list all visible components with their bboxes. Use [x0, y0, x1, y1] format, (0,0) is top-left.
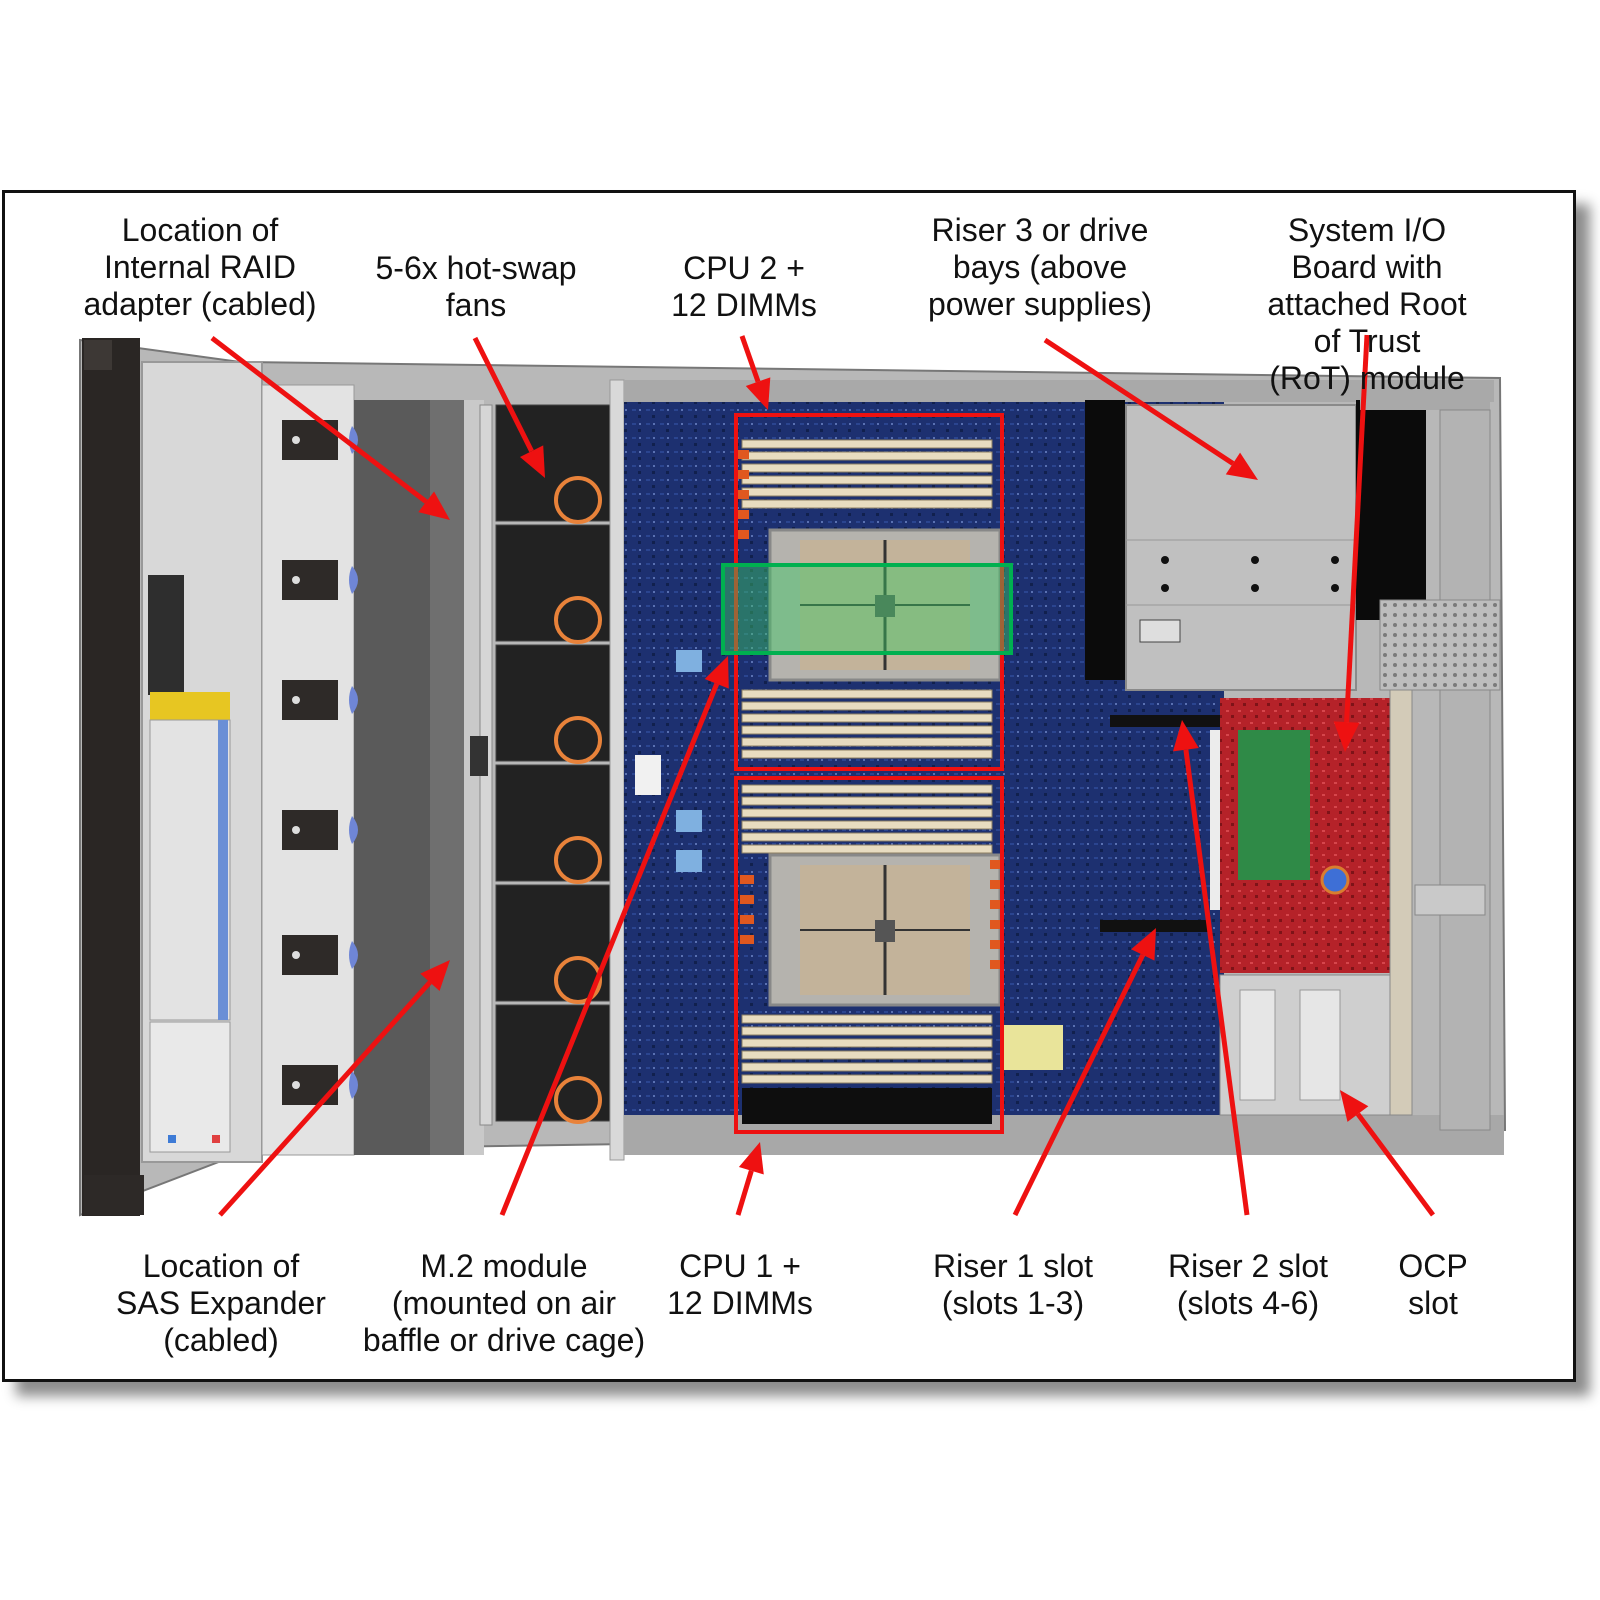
vrm-component: [990, 960, 1004, 969]
fan-ring: [554, 716, 602, 764]
label-hot-swap-fans: 5-6x hot-swap fans: [375, 250, 577, 323]
dimm-slot: [741, 749, 993, 759]
drive-latch: [282, 810, 338, 850]
cpu2-highlight-box: [734, 413, 1004, 771]
dimm-slot: [741, 689, 993, 699]
fan-ring: [554, 1076, 602, 1124]
dimm-slot: [741, 1062, 993, 1072]
fan-bank: [495, 404, 611, 1124]
label-internal-raid: Location of Internal RAID adapter (cable…: [83, 212, 317, 322]
label-cpu1-dimms: CPU 1 + 12 DIMMs: [667, 1248, 813, 1321]
label-m2-module: M.2 module (mounted on air baffle or dri…: [362, 1248, 646, 1358]
fan-module: [495, 764, 611, 882]
vrm-component: [990, 880, 1004, 889]
dimm-slot: [741, 844, 993, 854]
arrow-riser1-slot: [1012, 928, 1156, 1217]
vrm-component: [735, 450, 749, 459]
dimm-slot: [741, 439, 993, 449]
cpu1-socket: [768, 853, 1002, 1007]
dimm-slot: [741, 737, 993, 747]
fan-module: [495, 884, 611, 1002]
fan-ring: [554, 476, 602, 524]
dimm-slot: [741, 820, 993, 830]
vrm-component: [740, 935, 754, 944]
label-cpu2-dimms: CPU 2 + 12 DIMMs: [671, 250, 817, 323]
riser3-cage: [1125, 404, 1357, 691]
dimm-slot: [741, 499, 993, 509]
vrm-component: [735, 530, 749, 539]
label-riser1-slot: Riser 1 slot (slots 1-3): [932, 1248, 1094, 1321]
dimm-slot: [741, 832, 993, 842]
dimm-slot: [741, 701, 993, 711]
vrm-component: [990, 860, 1004, 869]
dimm-slots: [741, 439, 993, 1124]
dimm-slot: [741, 1038, 993, 1048]
arrow-internal-raid: [210, 336, 450, 520]
vrm-component: [990, 940, 1004, 949]
dimm-slot: [741, 487, 993, 497]
arrow-system-io-board: [1333, 334, 1370, 752]
vrm-component: [740, 895, 754, 904]
drive-latch: [282, 680, 338, 720]
fan-ring: [554, 956, 602, 1004]
vrm-component: [990, 900, 1004, 909]
fan-module: [495, 524, 611, 642]
drive-latch: [282, 935, 338, 975]
dimm-slot: [741, 796, 993, 806]
vrm-component: [735, 510, 749, 519]
vrm-component: [740, 875, 754, 884]
front-bezel: [82, 338, 140, 1216]
dimm-slot: [741, 1050, 993, 1060]
label-sas-expander: Location of SAS Expander (cabled): [116, 1248, 326, 1358]
rot-module: [1238, 730, 1310, 880]
arrow-m2-module: [499, 656, 729, 1216]
callout-arrows: [210, 334, 1436, 1217]
dimm-slot: [741, 475, 993, 485]
arrow-riser2-slot: [1173, 720, 1250, 1216]
m2-highlight-box: [721, 563, 1013, 655]
fan-module: [495, 644, 611, 762]
label-system-io-board: System I/O Board with attached Root of T…: [1267, 212, 1467, 396]
dimm-slot: [741, 463, 993, 473]
label-riser2-slot: Riser 2 slot (slots 4-6): [1167, 1248, 1329, 1321]
label-ocp-slot: OCP slot: [1398, 1248, 1468, 1321]
vrm-component: [740, 915, 754, 924]
arrow-hot-swap-fans: [472, 336, 545, 478]
dimm-slot: [741, 784, 993, 794]
dimm-slot: [741, 725, 993, 735]
vrm-component: [735, 470, 749, 479]
fan-ring: [554, 836, 602, 884]
arrow-ocp-slot: [1340, 1090, 1436, 1217]
label-riser3-drive-bays: Riser 3 or drive bays (above power suppl…: [927, 212, 1153, 322]
vrm-component: [735, 490, 749, 499]
warning-label: [150, 692, 230, 720]
dimm-slot: [741, 1014, 993, 1024]
cpu1-highlight-box: [734, 776, 1004, 1134]
arrow-sas-expander: [218, 960, 450, 1217]
dimm-slot: [741, 808, 993, 818]
drive-latch: [282, 1065, 338, 1105]
vrm-component: [990, 920, 1004, 929]
drive-latch: [282, 560, 338, 600]
dimm-slot: [741, 1026, 993, 1036]
arrow-cpu1-dimms: [735, 1142, 764, 1216]
fan-module: [495, 404, 611, 522]
dimm-slot: [741, 713, 993, 723]
dimm-slot: [741, 1074, 993, 1084]
dimm-slot: [741, 451, 993, 461]
fan-ring: [554, 596, 602, 644]
fan-module: [495, 1004, 611, 1122]
arrow-riser3-drive-bays: [1043, 337, 1258, 480]
arrow-cpu2-dimms: [739, 335, 771, 410]
